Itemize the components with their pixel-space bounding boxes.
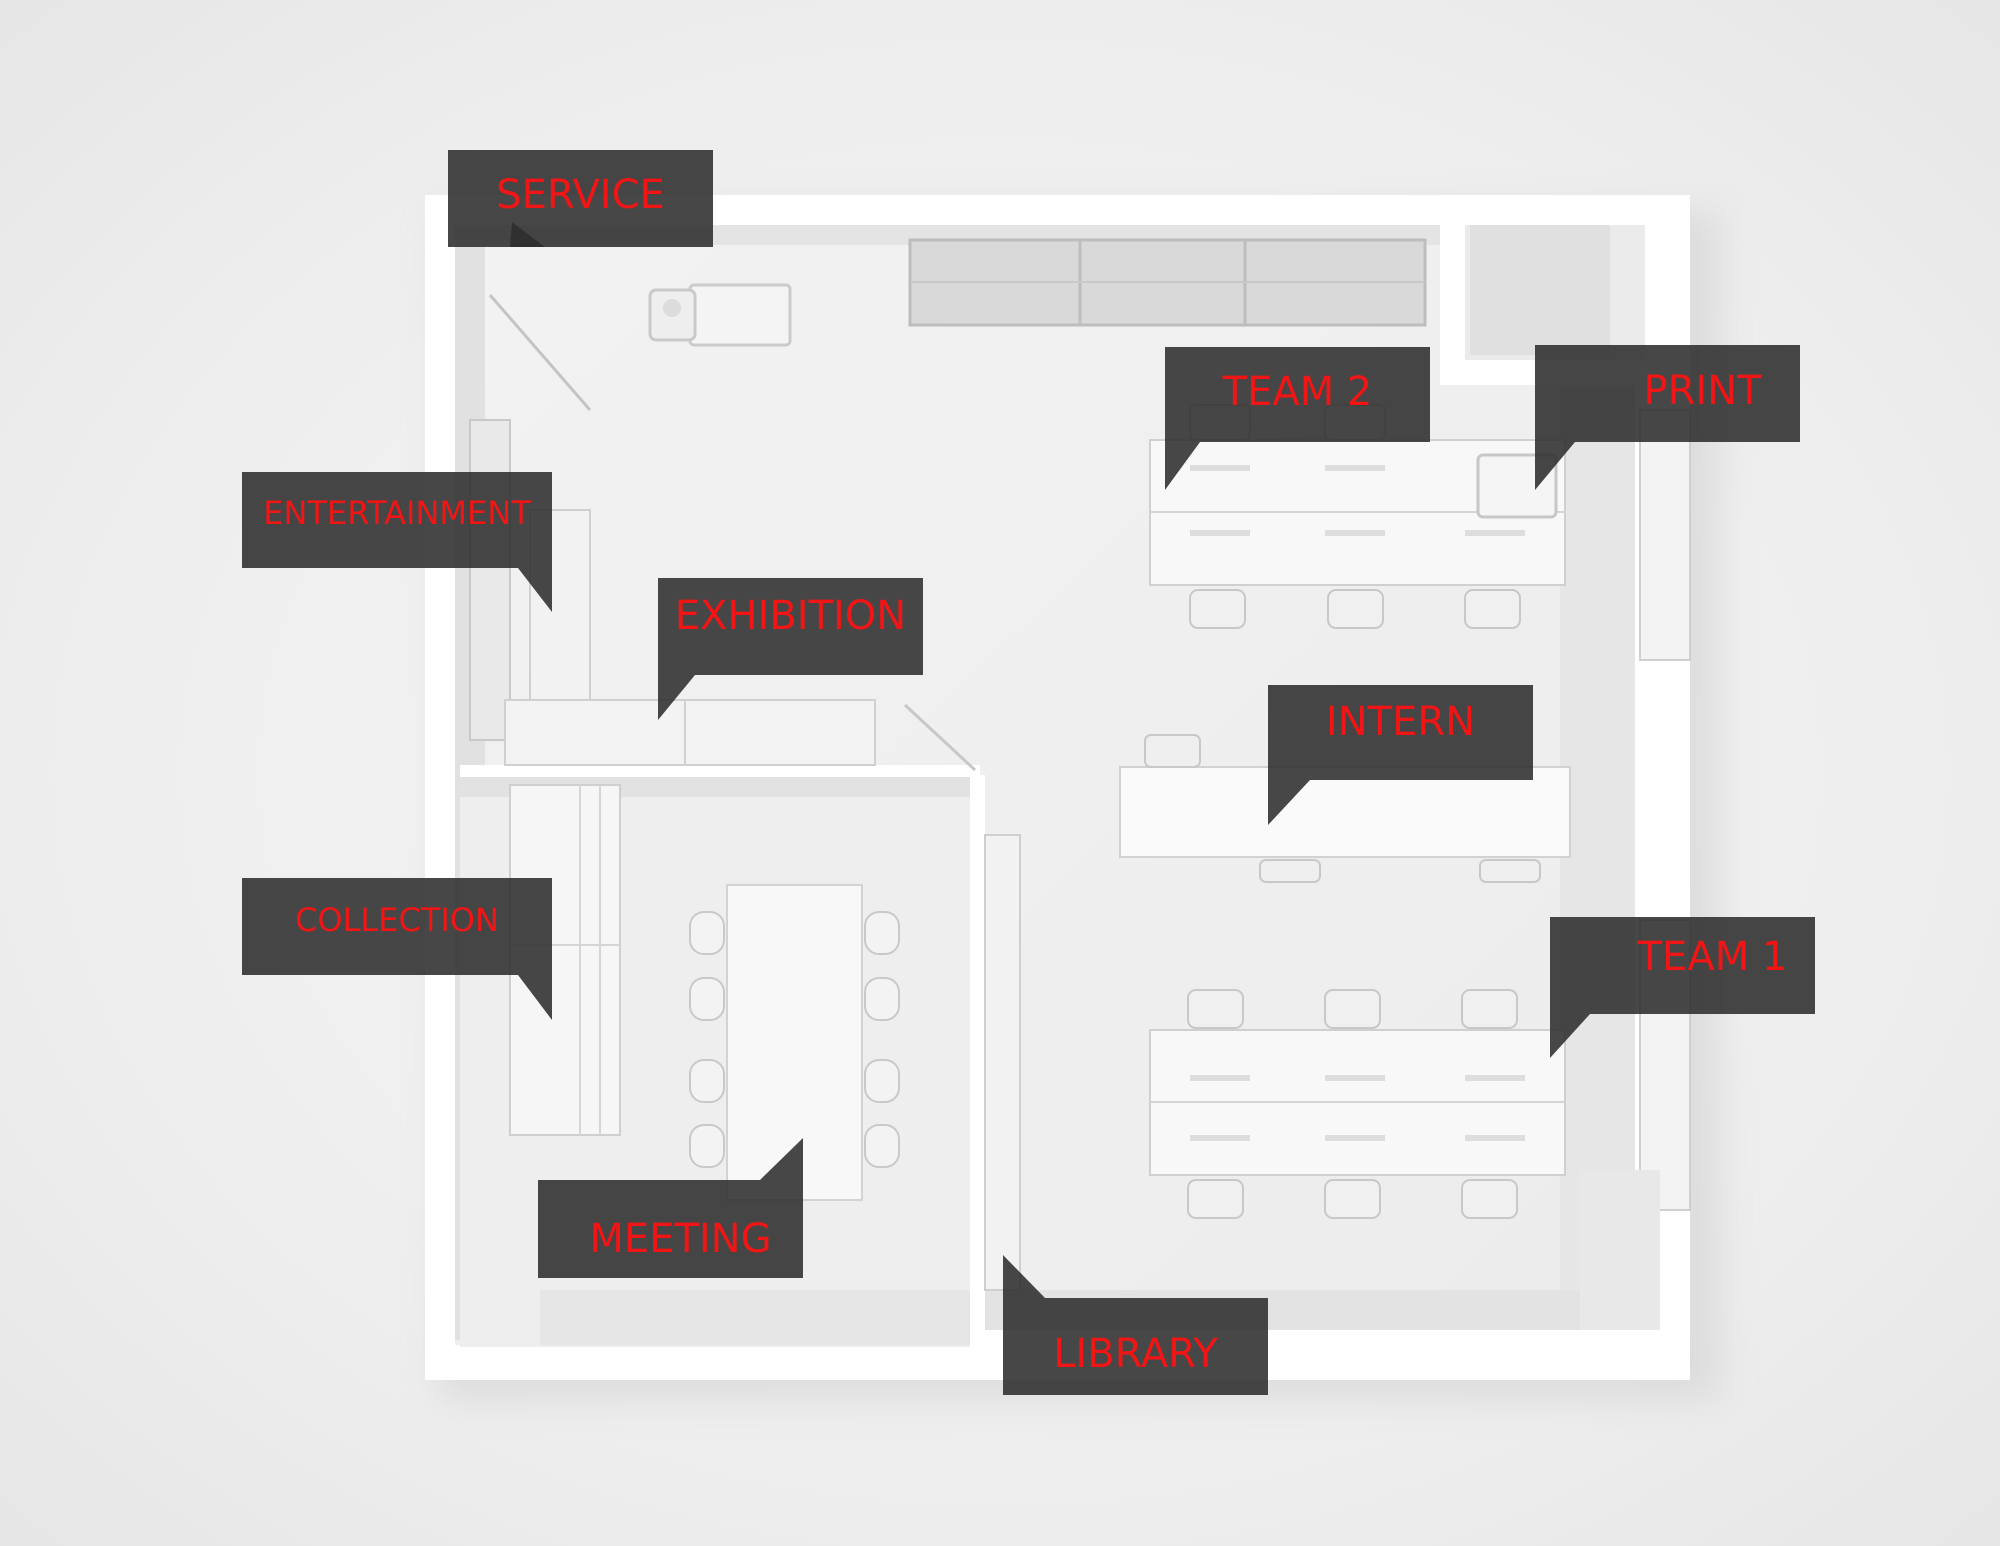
exhibition-stand — [504, 699, 876, 766]
label-entertainment-text: ENTERTAINMENT — [263, 494, 531, 532]
library-shelf — [984, 834, 1021, 1291]
meeting-table — [726, 884, 863, 1201]
label-exhibition-text: EXHIBITION — [674, 592, 907, 639]
label-library-text: LIBRARY — [1053, 1330, 1218, 1377]
label-team1: TEAM 1 — [1550, 917, 1815, 1014]
label-team2: TEAM 2 — [1165, 347, 1430, 442]
label-exhibition: EXHIBITION — [658, 578, 923, 675]
left-window-1 — [469, 419, 511, 741]
label-intern-text: INTERN — [1325, 698, 1476, 745]
closet-shade — [1470, 225, 1610, 355]
meeting-chairs — [689, 911, 900, 1168]
label-service: SERVICE — [448, 150, 713, 247]
label-meeting: MEETING — [538, 1180, 803, 1278]
bottom-right-recess — [1580, 1170, 1660, 1330]
label-collection-text: COLLECTION — [295, 900, 499, 939]
team2-monitors — [1190, 465, 1525, 536]
label-team1-text: TEAM 1 — [1637, 933, 1788, 980]
label-intern: INTERN — [1268, 685, 1533, 780]
label-collection: COLLECTION — [242, 878, 552, 975]
meeting-room-right-wall — [970, 775, 985, 1355]
closet-wall — [1440, 195, 1465, 385]
bottom-left-recess — [540, 1290, 970, 1345]
printer — [1476, 453, 1558, 519]
label-print: PRINT — [1535, 345, 1800, 442]
label-meeting-text: MEETING — [589, 1216, 772, 1262]
label-service-text: SERVICE — [496, 171, 665, 218]
team1-monitors — [1190, 1075, 1525, 1141]
label-entertainment: ENTERTAINMENT — [242, 472, 552, 568]
exhibition-wall — [460, 765, 980, 777]
service-machine — [688, 283, 792, 347]
right-window — [1639, 409, 1691, 661]
label-library: LIBRARY — [1003, 1298, 1268, 1395]
label-print-text: PRINT — [1643, 367, 1762, 414]
intern-desk — [1119, 766, 1571, 858]
team1-chairs — [1187, 989, 1518, 1219]
label-team2-text: TEAM 2 — [1222, 368, 1373, 415]
